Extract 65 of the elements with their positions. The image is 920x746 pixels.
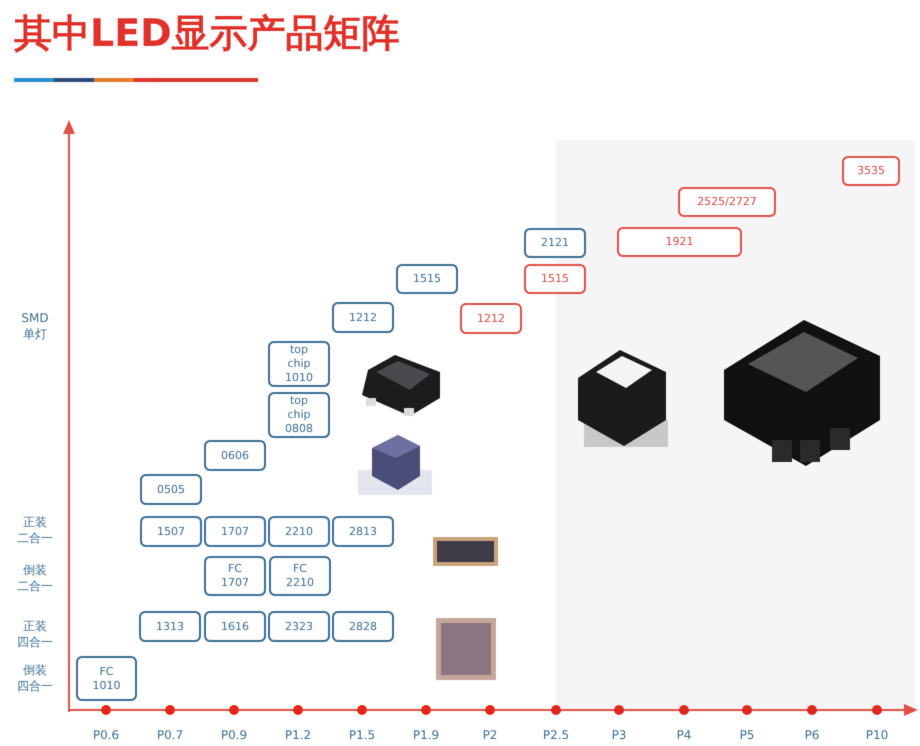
package-box — [204, 556, 266, 596]
package-label: 2525/2727 — [697, 195, 757, 209]
axis-tick-label: P1.5 — [348, 728, 376, 742]
package-label: FC 2210 — [286, 562, 314, 590]
package-label: 1212 — [349, 310, 377, 324]
package-label: 3535 — [857, 164, 885, 178]
package-box — [76, 656, 137, 701]
package-box — [268, 516, 330, 547]
row-label: 倒装二合一 — [17, 562, 53, 594]
axis-tick-label: P2.5 — [542, 728, 570, 742]
package-box — [140, 474, 202, 505]
axis-tick-label: P1.2 — [284, 728, 312, 742]
package-label: FC 1010 — [92, 664, 120, 692]
package-box — [617, 227, 742, 257]
package-box — [332, 611, 394, 642]
axis-tick-label: P10 — [864, 728, 890, 742]
package-label: 1507 — [157, 524, 185, 538]
package-box — [332, 302, 394, 333]
axis-tick-label: P0.9 — [220, 728, 248, 742]
package-label: 2828 — [349, 620, 377, 634]
row-label: 倒装四合一 — [17, 662, 53, 694]
package-label: 2813 — [349, 524, 377, 538]
axis-tick-label: P0.6 — [92, 728, 120, 742]
package-label: 1212 — [477, 312, 505, 326]
package-box — [396, 264, 458, 294]
axis-tick-label: P6 — [804, 728, 820, 742]
axis-tick-label: P0.7 — [156, 728, 184, 742]
package-box — [332, 516, 394, 547]
package-label: 1313 — [156, 620, 184, 634]
axis-tick-label: P2 — [482, 728, 498, 742]
row-label: SMD 单灯 — [21, 310, 49, 342]
row-label: 正装四合一 — [17, 618, 53, 650]
package-box — [460, 303, 522, 334]
package-label: 1707 — [221, 524, 249, 538]
package-box — [268, 611, 330, 642]
row-label: 正装二合一 — [17, 514, 53, 546]
page-title: 其中LED显示产品矩阵 — [14, 10, 400, 57]
package-label: 0606 — [221, 448, 249, 462]
package-box — [524, 264, 586, 294]
package-label: 1921 — [666, 235, 694, 249]
package-label: 0505 — [157, 482, 185, 496]
axis-tick-label: P1.9 — [412, 728, 440, 742]
package-box — [524, 228, 586, 258]
package-label: 1515 — [541, 272, 569, 286]
package-label: 2121 — [541, 236, 569, 250]
axis-tick-label: P5 — [738, 728, 756, 742]
axis-tick-label: P3 — [610, 728, 628, 742]
package-box — [268, 341, 330, 387]
package-label: top chip 1010 — [285, 343, 313, 385]
package-box — [140, 516, 202, 547]
package-label: FC 1707 — [221, 562, 249, 590]
package-label: 1515 — [413, 272, 441, 286]
package-box — [269, 556, 331, 596]
package-box — [268, 392, 330, 438]
package-label: 1616 — [221, 620, 249, 634]
package-box — [204, 440, 266, 471]
package-box — [139, 611, 201, 642]
package-box — [204, 611, 266, 642]
package-label: top chip 0808 — [285, 394, 313, 436]
package-label: 2323 — [285, 620, 313, 634]
axis-tick-label: P4 — [676, 728, 692, 742]
package-box — [842, 156, 900, 186]
package-box — [678, 187, 776, 217]
package-box — [204, 516, 266, 547]
package-label: 2210 — [285, 524, 313, 538]
